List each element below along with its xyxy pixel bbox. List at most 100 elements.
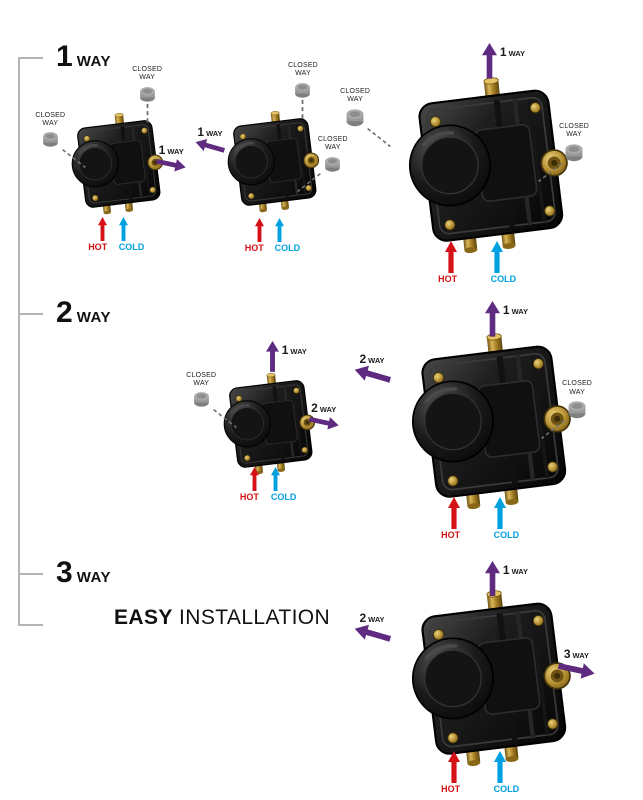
flow-label: COLD [118, 242, 145, 252]
way-word: WAY [508, 49, 525, 58]
way1-arrow-annotation-top: 1 WAY [484, 560, 528, 597]
diagram-2way-top-left: 1 WAY 2 WAY CLOSED WAY HOT COLD [336, 296, 628, 544]
flow-label: HOT [441, 784, 461, 794]
way3-arrow-annotation-right: 3 WAY [557, 648, 595, 679]
diagram-3way-all-outlets: 1 WAY 2 WAY 3 WAY HOT COLD [336, 556, 628, 798]
cold-inlet-annotation: COLD [270, 467, 296, 502]
way-word: WAY [319, 404, 337, 414]
way-number: 2 [311, 400, 318, 415]
way-label: 1 WAY [197, 126, 222, 138]
way-number: 2 [359, 352, 367, 367]
closed-cap-icon [568, 401, 586, 419]
closed-way-annotation-top: CLOSED WAY [122, 66, 172, 125]
closed-label-line1: CLOSED [35, 111, 66, 119]
closed-label-line2: WAY [193, 379, 210, 387]
closed-cap-icon [346, 109, 364, 126]
closed-label-line2: WAY [295, 70, 311, 78]
way-word: WAY [290, 347, 307, 357]
hot-inlet-annotation: HOT [88, 217, 108, 252]
closed-label-line1: CLOSED [317, 136, 348, 144]
way-number: 3 [563, 646, 571, 661]
flow-label: HOT [441, 530, 461, 540]
closed-way-label: CLOSED WAY [340, 88, 370, 105]
flow-arrow-up-icon [493, 751, 506, 783]
way1-arrow-annotation-top: 1 WAY [481, 43, 525, 79]
closed-label-line1: CLOSED [287, 62, 318, 69]
closed-way-label: CLOSED WAY [318, 136, 348, 153]
dashed-connector-icon [541, 419, 565, 440]
way1-arrow-annotation-top: 1 WAY [484, 300, 528, 337]
dashed-connector-icon [62, 148, 87, 168]
bracket-tick-bottom [18, 624, 43, 626]
way-number: 1 [158, 142, 166, 157]
diagram-1way-outlet-right: CLOSED WAY CLOSED WAY 1 WAY [27, 66, 197, 256]
closed-way-label: CLOSED WAY [35, 112, 65, 129]
section-number: 3 [56, 556, 73, 589]
flow-arrow-up-icon [445, 241, 458, 273]
section-number: 1 [56, 40, 73, 73]
way-arrow-right-icon [557, 663, 595, 679]
section-word: WAY [76, 53, 111, 70]
flow-label: HOT [438, 274, 458, 284]
diagram-2way-top-right: 1 WAY CLOSED WAY 2 WAY HOT COLD [178, 338, 350, 506]
closed-way-annotation-left: CLOSED WAY [25, 112, 87, 169]
bracket-vertical-line [18, 57, 20, 624]
way-arrow-right-icon [308, 416, 339, 430]
flow-arrow-up-icon [274, 218, 284, 242]
way-word: WAY [167, 146, 184, 156]
closed-label-line1: CLOSED [559, 123, 590, 130]
way-word: WAY [572, 650, 589, 660]
flow-label: HOT [239, 492, 259, 502]
cold-inlet-annotation: COLD [118, 217, 145, 252]
closed-label-line2: WAY [139, 74, 156, 82]
way-label: 2 WAY [359, 353, 384, 365]
flow-label: COLD [493, 530, 520, 540]
way1-arrow-annotation-left: 1 WAY [195, 126, 226, 154]
closed-cap-icon [42, 132, 58, 148]
way1-arrow-annotation-right: 1 WAY [156, 142, 186, 172]
way-number: 1 [502, 562, 510, 577]
dashed-connector-icon [302, 99, 304, 120]
easy-installation-tagline: EASY INSTALLATION [114, 606, 330, 630]
diagram-1way-outlet-top: 1 WAY CLOSED WAY CLOSED WAY [333, 38, 625, 288]
flow-arrow-up-icon [490, 241, 503, 273]
way-label: 2 WAY [311, 402, 336, 414]
section-word: WAY [76, 309, 111, 326]
closed-cap-icon [565, 144, 583, 161]
closed-way-annotation-right: CLOSED WAY [538, 123, 599, 183]
flow-arrow-up-icon [254, 218, 264, 242]
way-label: 2 WAY [359, 612, 384, 624]
hot-inlet-annotation: HOT [240, 467, 259, 502]
way-word: WAY [511, 566, 528, 576]
hot-inlet-annotation: HOT [441, 497, 461, 540]
flow-label: COLD [490, 274, 517, 284]
way2-arrow-annotation-left: 2 WAY [354, 612, 391, 642]
way-label: 1 WAY [282, 344, 307, 356]
way-arrow-left-icon [354, 365, 391, 383]
flow-arrow-up-icon [270, 467, 280, 491]
way-word: WAY [511, 306, 528, 316]
bracket-tick-3way [18, 573, 43, 575]
flow-label: COLD [274, 243, 301, 253]
closed-label-line2: WAY [569, 388, 585, 396]
closed-way-annotation-left: CLOSED WAY [176, 372, 238, 429]
closed-cap-icon [193, 392, 209, 408]
way-number: 1 [197, 125, 205, 140]
flow-arrow-up-icon [118, 217, 128, 241]
way-number: 1 [281, 343, 289, 358]
closed-way-label: CLOSED WAY [562, 380, 592, 397]
closed-label-line2: WAY [566, 131, 582, 139]
closed-way-label: CLOSED WAY [132, 66, 162, 83]
cold-inlet-annotation: COLD [274, 218, 301, 253]
way-arrow-right-icon [156, 158, 186, 172]
cold-inlet-annotation: COLD [490, 241, 517, 284]
closed-way-label: CLOSED WAY [186, 372, 216, 389]
way1-arrow-annotation-top: 1 WAY [265, 341, 307, 373]
dashed-connector-icon [367, 127, 391, 147]
closed-label-line1: CLOSED [186, 371, 217, 379]
closed-way-label: CLOSED WAY [288, 62, 318, 79]
way-label: 3 WAY [564, 648, 589, 660]
way-number: 1 [502, 302, 510, 317]
way-arrow-up-icon [265, 341, 279, 373]
section-heading-2-way: 2 WAY [56, 298, 111, 328]
